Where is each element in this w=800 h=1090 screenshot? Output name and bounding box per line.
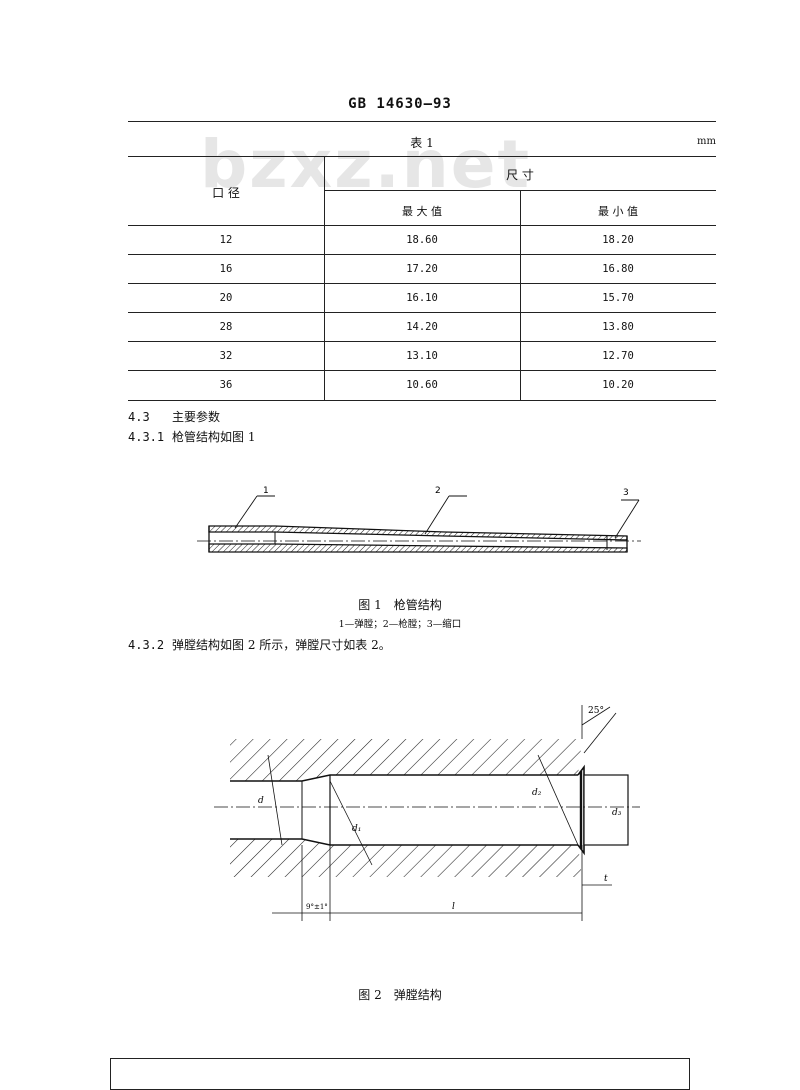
dim-d2: d₂ xyxy=(532,788,542,798)
table-cell-caliber: 32 xyxy=(219,350,233,362)
table-row-rule xyxy=(128,341,716,342)
table-cell-max: 14.20 xyxy=(406,321,438,333)
table-cell-min: 12.70 xyxy=(602,350,634,362)
section-number: 4.3 xyxy=(128,410,150,424)
table-title: 表 1 xyxy=(410,136,434,150)
callout-2: 2 xyxy=(435,486,441,496)
dim-t: t xyxy=(604,874,608,884)
figure2-caption: 图 2 弹膛结构 xyxy=(358,988,442,1002)
table-row-rule xyxy=(128,254,716,255)
figure1-caption: 图 1 枪管结构 xyxy=(358,598,442,612)
table-cell-min: 16.80 xyxy=(602,263,634,275)
callout-3: 3 xyxy=(623,488,629,498)
dim-d: d xyxy=(258,796,264,806)
dim-d3: d₃ xyxy=(612,808,622,818)
table-cell-min: 18.20 xyxy=(602,234,634,246)
col-caliber-header: 口 径 xyxy=(212,186,240,200)
section-number: 4.3.2 xyxy=(128,638,165,652)
section-text: 主要参数 xyxy=(172,410,221,424)
figure1-legend: 1—弹膛；2—枪膛；3—缩口 xyxy=(338,619,462,630)
table-cell-caliber: 28 xyxy=(219,321,233,333)
section-text: 枪管结构如图 1 xyxy=(172,430,256,444)
col-divider-1 xyxy=(324,156,325,400)
angle-label: 25° xyxy=(588,706,604,716)
table-cell-max: 13.10 xyxy=(406,350,438,362)
col-max-header: 最 大 值 xyxy=(402,205,442,218)
table-cell-min: 15.70 xyxy=(602,292,634,304)
table-row-rule xyxy=(128,312,716,313)
table-cell-caliber: 36 xyxy=(219,379,233,391)
col-min-header: 最 小 值 xyxy=(598,205,638,218)
dim-d1: d₁ xyxy=(352,824,361,834)
section-4-3-2: 4.3.2 弹膛结构如图 2 所示，弹膛尺寸如表 2。 xyxy=(128,636,391,653)
table-top-rule xyxy=(128,121,716,122)
table-row-rule xyxy=(128,370,716,371)
table-cell-max: 10.60 xyxy=(406,379,438,391)
table-cell-caliber: 20 xyxy=(219,292,233,304)
table-cell-max: 16.10 xyxy=(406,292,438,304)
table-row-rule xyxy=(128,283,716,284)
dim-small: 9°±1° xyxy=(306,903,328,911)
table-header-rule xyxy=(128,156,716,157)
callout-1: 1 xyxy=(263,486,269,496)
table-cell-caliber: 16 xyxy=(219,263,233,275)
figure2-chamber-drawing: 25° d d₁ d₂ d₃ l t 9°±1° xyxy=(214,705,640,921)
table-cell-min: 13.80 xyxy=(602,321,634,333)
table-unit: mm xyxy=(697,136,716,147)
dim-l: l xyxy=(452,902,455,912)
figure1-barrel-drawing: 1 2 3 xyxy=(197,486,641,553)
standard-number-header: GB 14630—93 xyxy=(348,96,452,112)
section-text: 弹膛结构如图 2 所示，弹膛尺寸如表 2。 xyxy=(172,638,391,652)
section-4-3-1: 4.3.1 枪管结构如图 1 xyxy=(128,428,255,445)
table-cell-max: 18.60 xyxy=(406,234,438,246)
bottom-frame xyxy=(110,1058,690,1090)
table-cell-caliber: 12 xyxy=(219,234,233,246)
table-cell-min: 10.20 xyxy=(602,379,634,391)
table-bottom-rule xyxy=(128,400,716,401)
section-4-3: 4.3 主要参数 xyxy=(128,408,220,425)
table-cell-max: 17.20 xyxy=(406,263,438,275)
section-number: 4.3.1 xyxy=(128,430,165,444)
col-divider-2 xyxy=(520,190,521,400)
col-size-header: 尺 寸 xyxy=(506,168,534,182)
table-body-rule xyxy=(128,225,716,226)
